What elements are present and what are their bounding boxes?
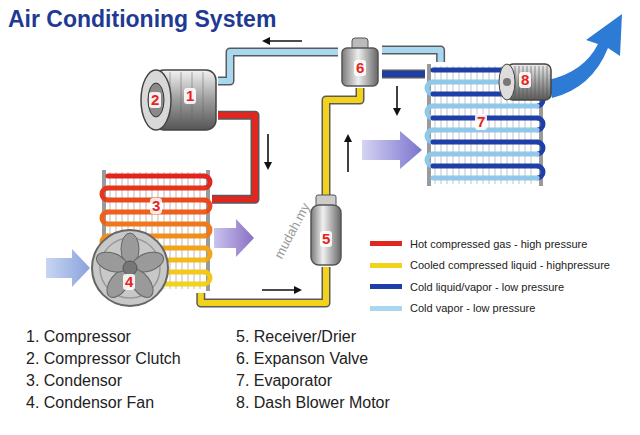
evaporator-tube (433, 176, 537, 181)
condenser-tube (108, 174, 204, 179)
legend-text: Cold liquid/vapor - low pressure (410, 281, 564, 293)
pipe-core (201, 267, 326, 303)
legend-swatch (370, 306, 402, 311)
legend-text: Hot compressed gas - high pressure (410, 238, 587, 250)
fan-shroud (92, 230, 168, 306)
blower-vane (539, 66, 540, 98)
flow-arrow (396, 86, 398, 114)
legend-swatch (370, 263, 402, 268)
evaporator-tube (433, 104, 537, 109)
part-list-item: 4. Condensor Fan (26, 394, 154, 412)
blower-face (499, 64, 515, 100)
receiver-body (311, 205, 341, 265)
pipe-core (218, 52, 338, 81)
flow-arrow (347, 136, 349, 172)
pipe-outline (201, 267, 326, 303)
evaporator-tube (433, 152, 537, 157)
legend-swatch (370, 284, 402, 289)
clutch-face (141, 70, 171, 130)
blower-vane (547, 66, 548, 98)
callout-number: 3 (150, 198, 162, 214)
condenser-tube (108, 186, 204, 191)
condenser-tube (108, 222, 204, 227)
blower-vane (543, 66, 544, 98)
watermark: mudah.my (270, 200, 314, 262)
refrigerant-pipe (201, 267, 326, 303)
compressor-rib (203, 72, 204, 128)
expansion-valve-symbol: 6 (338, 38, 382, 88)
evaporator-tube (433, 164, 537, 169)
fan-symbol: 4 (90, 228, 170, 308)
part-list-item: 1. Compressor (26, 328, 131, 346)
compressor-rib (181, 72, 182, 128)
part-list-item: 7. Evaporator (236, 372, 332, 390)
callout-number: 4 (123, 274, 135, 290)
callout-number: 7 (475, 114, 487, 130)
refrigerant-pipe (326, 88, 360, 195)
part-list-item: 8. Dash Blower Motor (236, 394, 390, 412)
pipe-core (326, 88, 360, 195)
airflow-arrow (46, 249, 90, 287)
callout-number: 1 (184, 88, 196, 104)
legend-swatch (370, 241, 402, 246)
pipe-core (212, 115, 255, 199)
clutch-hub (148, 83, 164, 117)
legend-row: Cold liquid/vapor - low pressure (370, 278, 564, 294)
refrigerant-pipe (382, 74, 425, 75)
evaporator-tube (433, 140, 537, 145)
flow-arrow (267, 134, 269, 168)
refrigerant-pipe (212, 115, 255, 199)
legend-row: Cooled compressed liquid - highpressure (370, 257, 610, 273)
part-list-item: 3. Condensor (26, 372, 122, 390)
legend-text: Cooled compressed liquid - highpressure (410, 259, 610, 271)
outflow-arrow (548, 14, 622, 98)
legend-text: Cold vapor - low pressure (410, 302, 535, 314)
fan-symbol-art (90, 228, 170, 308)
diagram-title: Air Conditioning System (8, 6, 276, 33)
pipe-outline (382, 50, 441, 62)
pipe-outline (382, 70, 425, 79)
pipe-core (382, 71, 425, 77)
part-list-item: 5. Receiver/Drier (236, 328, 356, 346)
airflow-arrow (362, 131, 422, 169)
pipe-outline (326, 88, 360, 195)
callout-number: 2 (149, 92, 161, 108)
flow-arrow (264, 40, 302, 42)
legend-row: Hot compressed gas - high pressure (370, 235, 587, 251)
valve-body (342, 48, 378, 86)
fan-hub (123, 261, 137, 275)
airflow-arrow (214, 219, 254, 257)
compressor-symbol: 12 (138, 62, 218, 138)
callout-number: 6 (354, 60, 366, 76)
blower-motor-symbol: 8 (495, 58, 555, 106)
pipe-outline (212, 115, 255, 199)
part-list-item: 2. Compressor Clutch (26, 350, 181, 368)
pipe-core (382, 50, 441, 62)
callout-number: 5 (320, 231, 332, 247)
blower-vane (535, 66, 536, 98)
part-list-item: 6. Expanson Valve (236, 350, 368, 368)
refrigerant-pipe (382, 50, 441, 62)
pipe-outline (218, 52, 338, 81)
legend-row: Cold vapor - low pressure (370, 300, 535, 316)
callout-number: 8 (519, 72, 531, 88)
flow-arrow (262, 289, 300, 291)
refrigerant-pipe (218, 52, 338, 81)
blower-hub (503, 78, 511, 86)
